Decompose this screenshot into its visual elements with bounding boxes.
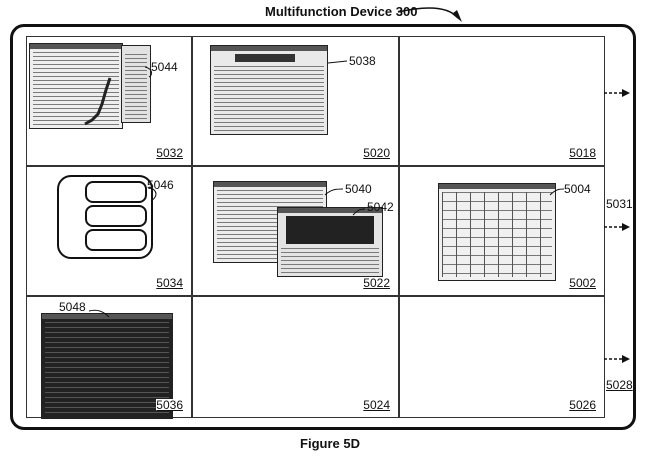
window-tile-5022[interactable]: 5040 5042 5022 bbox=[192, 166, 399, 296]
ref-5034: 5034 bbox=[156, 276, 183, 290]
video-player-thumbnail bbox=[277, 207, 383, 277]
ref-5024: 5024 bbox=[363, 398, 390, 412]
callout-5044: 5044 bbox=[151, 60, 178, 74]
device-title: Multifunction Device 300 bbox=[265, 4, 418, 19]
widget-stack-outline bbox=[57, 175, 153, 259]
window-tile-5024[interactable]: 5024 bbox=[192, 296, 399, 418]
ref-5020: 5020 bbox=[363, 146, 390, 160]
callout-5038: 5038 bbox=[349, 54, 376, 68]
calendar-thumbnail bbox=[438, 183, 556, 281]
dashed-right-arrow-icon bbox=[604, 355, 630, 363]
window-tile-5026[interactable]: 5026 bbox=[399, 296, 605, 418]
ref-5026: 5026 bbox=[569, 398, 596, 412]
ref-5022: 5022 bbox=[363, 276, 390, 290]
dashed-right-arrow-icon bbox=[604, 223, 630, 231]
window-tile-5036[interactable]: 5048 5036 bbox=[26, 296, 192, 419]
ref-5018: 5018 bbox=[569, 146, 596, 160]
device-frame bbox=[10, 24, 636, 430]
window-tile-5020[interactable]: 5038 5020 bbox=[192, 36, 399, 166]
figure-caption: Figure 5D bbox=[300, 436, 360, 451]
callout-5040: 5040 bbox=[345, 182, 372, 196]
window-tile-5018[interactable]: 5018 bbox=[399, 36, 605, 166]
side-label-5028: 5028 bbox=[606, 378, 633, 392]
media-store-thumbnail bbox=[41, 313, 173, 419]
callout-5042: 5042 bbox=[367, 200, 394, 214]
window-tile-5032[interactable]: 5044 5032 bbox=[26, 36, 192, 166]
sidebar-thumbnail bbox=[121, 45, 151, 123]
ref-5002: 5002 bbox=[569, 276, 596, 290]
spreadsheet-thumbnail bbox=[29, 43, 123, 129]
callout-5048: 5048 bbox=[59, 300, 86, 314]
window-tile-5002[interactable]: 5004 5002 bbox=[399, 166, 605, 296]
ref-5036: 5036 bbox=[156, 398, 183, 412]
dashed-right-arrow-icon bbox=[604, 89, 630, 97]
callout-5046: 5046 bbox=[147, 178, 174, 192]
side-label-5031: 5031 bbox=[606, 197, 633, 211]
callout-5004: 5004 bbox=[564, 182, 591, 196]
newspaper-thumbnail bbox=[210, 45, 328, 135]
ref-5032: 5032 bbox=[156, 146, 183, 160]
window-tile-5034[interactable]: 5046 5034 bbox=[26, 166, 192, 296]
